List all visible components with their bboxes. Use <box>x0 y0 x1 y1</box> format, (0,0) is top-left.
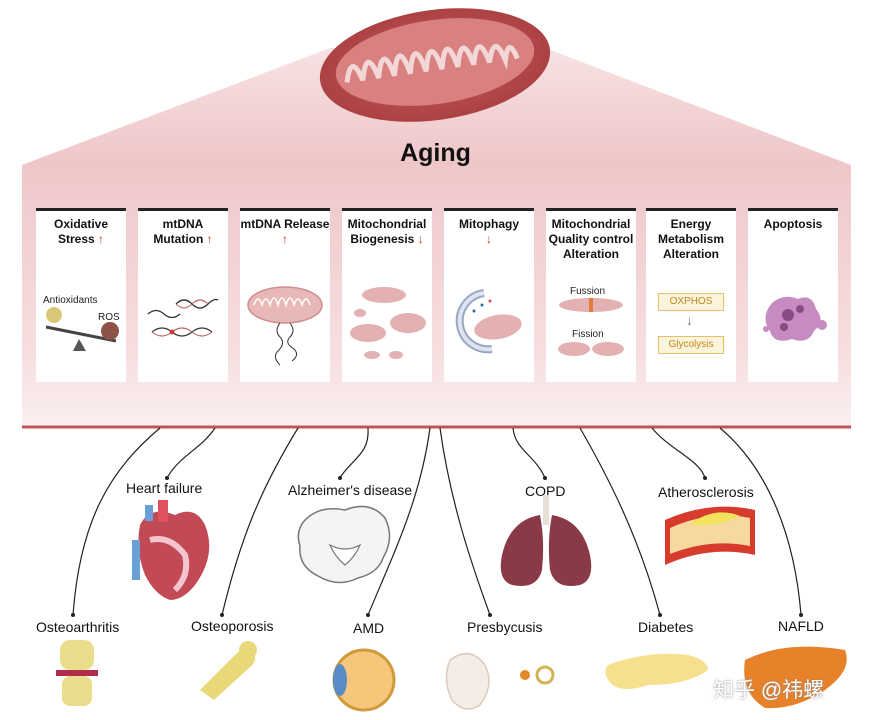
card-mitophagy: Mitophagy ↓ <box>444 208 534 382</box>
disease-copd: COPD <box>525 483 566 499</box>
card-mtdna-mutation: mtDNA Mutation ↑ <box>138 208 228 382</box>
apoptotic-cell-icon <box>763 296 827 341</box>
card-title-text: Oxidative Stress <box>53 217 109 246</box>
decrease-arrow-icon: ↓ <box>417 232 424 246</box>
antioxidants-label: Antioxidants <box>43 295 98 306</box>
disease-osteoarthritis: Osteoarthritis <box>36 619 120 635</box>
increase-arrow-icon: ↑ <box>282 232 288 246</box>
disease-presbycusis: Presbycusis <box>467 619 543 635</box>
disease-heart-failure: Heart failure <box>126 480 203 496</box>
artery-icon <box>665 506 755 565</box>
card-mitochondrial-biogenesis: Mitochondrial Biogenesis ↓ <box>342 208 432 382</box>
fussion-label: Fussion <box>570 286 606 297</box>
disease-diabetes: Diabetes <box>638 619 694 635</box>
disease-osteoporosis: Osteoporosis <box>191 618 274 634</box>
disease-nafld: NAFLD <box>778 618 824 634</box>
dna-strand-icon <box>147 298 219 337</box>
down-arrow-icon: ↓ <box>686 312 693 328</box>
autophagosome-icon <box>455 289 522 354</box>
mitochondrion-release-icon <box>247 286 323 366</box>
disease-alzheimers: Alzheimer's disease <box>288 482 413 498</box>
decrease-arrow-icon: ↓ <box>486 232 492 246</box>
femur-icon <box>200 641 257 700</box>
liver-icon <box>744 646 847 709</box>
oxphos-box: OXPHOS <box>658 293 724 311</box>
card-title: Mitochondrial Quality control Alteration <box>548 217 634 261</box>
increase-arrow-icon: ↑ <box>206 232 213 246</box>
glycolysis-box: Glycolysis <box>658 336 724 354</box>
card-title: Mitophagy ↓ <box>444 217 534 247</box>
knee-joint-icon <box>56 640 98 706</box>
aging-title: Aging <box>400 139 471 167</box>
card-title-text: mtDNA Mutation <box>153 217 204 246</box>
eye-icon <box>332 648 396 712</box>
mitochondrion-icon <box>319 8 551 122</box>
disease-atherosclerosis: Atherosclerosis <box>658 484 754 500</box>
branch-dots <box>71 476 803 617</box>
card-title: Energy Metabolism Alteration <box>657 217 724 261</box>
fission-label: Fission <box>572 329 604 340</box>
brain-icon <box>297 505 391 584</box>
card-title: mtDNA Mutation ↑ <box>138 217 228 247</box>
fusion-fission-icon <box>558 298 624 356</box>
ear-icon <box>445 652 555 710</box>
lungs-icon <box>500 495 592 586</box>
watermark: 知乎 @祎螺 <box>713 679 825 702</box>
ros-label: ROS <box>98 312 120 323</box>
card-quality-control: Mitochondrial Quality control Alteration… <box>546 208 636 382</box>
card-title-text: mtDNA Release <box>240 217 330 231</box>
mitochondria-group-icon <box>350 287 426 359</box>
increase-arrow-icon: ↑ <box>98 232 105 246</box>
heart-icon <box>132 500 210 600</box>
disease-amd: AMD <box>353 620 385 636</box>
branch-lines <box>72 427 802 616</box>
card-title: Oxidative Stress ↑ <box>36 217 126 247</box>
card-oxidative-stress: Oxidative Stress ↑ Antioxidants ROS <box>36 208 126 382</box>
card-apoptosis: Apoptosis <box>748 208 838 382</box>
card-title: Mitochondrial Biogenesis ↓ <box>342 217 432 247</box>
pancreas-icon <box>605 653 708 689</box>
card-title: mtDNA Release ↑ <box>240 217 330 247</box>
card-title: Apoptosis <box>763 217 823 231</box>
balance-scale-icon <box>45 307 119 351</box>
card-mtdna-release: mtDNA Release ↑ <box>240 208 330 382</box>
card-title-text: Mitophagy <box>459 217 519 231</box>
card-energy-metabolism: Energy Metabolism Alteration OXPHOS ↓ Gl… <box>646 208 736 382</box>
card-title-text: Mitochondrial Biogenesis <box>347 217 427 246</box>
